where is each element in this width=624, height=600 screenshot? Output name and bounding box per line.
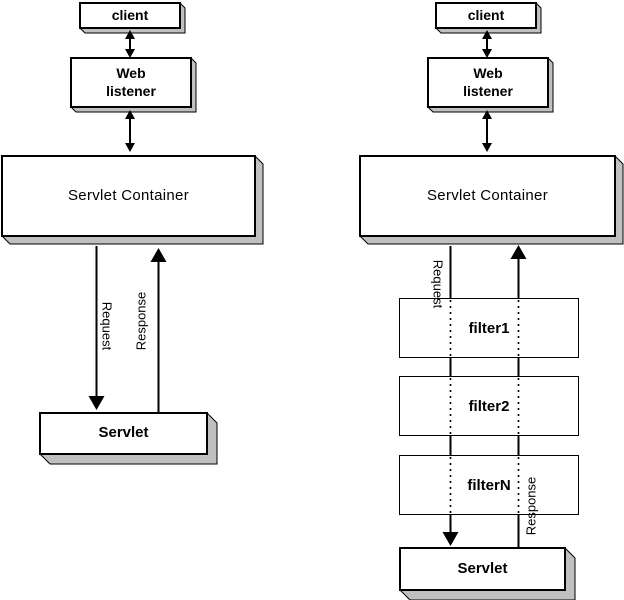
left-response-arrow [150,248,167,412]
right-client-label: client [467,6,505,23]
filterN-box: filterN [399,455,579,515]
box-3d-shape [359,155,624,245]
filter2-label: filter2 [468,397,510,415]
left-web-listener-box: Web listener [70,57,197,113]
left-client-label: client [111,6,149,23]
right-weblistener-container-double-arrow [482,110,492,152]
left-servlet-container-box: Servlet Container [1,155,264,245]
left-servlet-container-label: Servlet Container [68,186,189,204]
left-client-box: client [79,2,186,34]
box-3d-shape [427,57,554,113]
box-3d-shape [435,2,542,34]
right-client-box: client [435,2,542,34]
filter1-box: filter1 [399,298,579,358]
right-web-listener-label: Web listener [463,65,513,99]
left-response-label: Response [133,291,149,351]
right-servlet-container-box: Servlet Container [359,155,624,245]
right-response-label: Response [523,476,539,536]
box-3d-shape [399,547,576,600]
left-web-listener-label: Web listener [106,65,156,99]
left-request-label: Request [99,301,115,351]
right-request-label: Request [430,259,446,309]
right-client-weblistener-double-arrow [482,30,492,58]
filterN-label: filterN [467,476,511,494]
filter2-box: filter2 [399,376,579,436]
right-servlet-container-label: Servlet Container [427,186,548,204]
left-servlet-label: Servlet [98,424,149,442]
box-3d-shape [79,2,186,34]
box-3d-shape [70,57,197,113]
right-web-listener-box: Web listener [427,57,554,113]
left-weblistener-container-double-arrow [125,110,135,152]
box-3d-shape [1,155,264,245]
left-client-weblistener-double-arrow [125,30,135,58]
box-3d-shape [39,412,218,465]
left-servlet-box: Servlet [39,412,218,465]
filter1-label: filter1 [468,319,510,337]
right-servlet-label: Servlet [457,559,508,577]
right-servlet-box: Servlet [399,547,576,600]
